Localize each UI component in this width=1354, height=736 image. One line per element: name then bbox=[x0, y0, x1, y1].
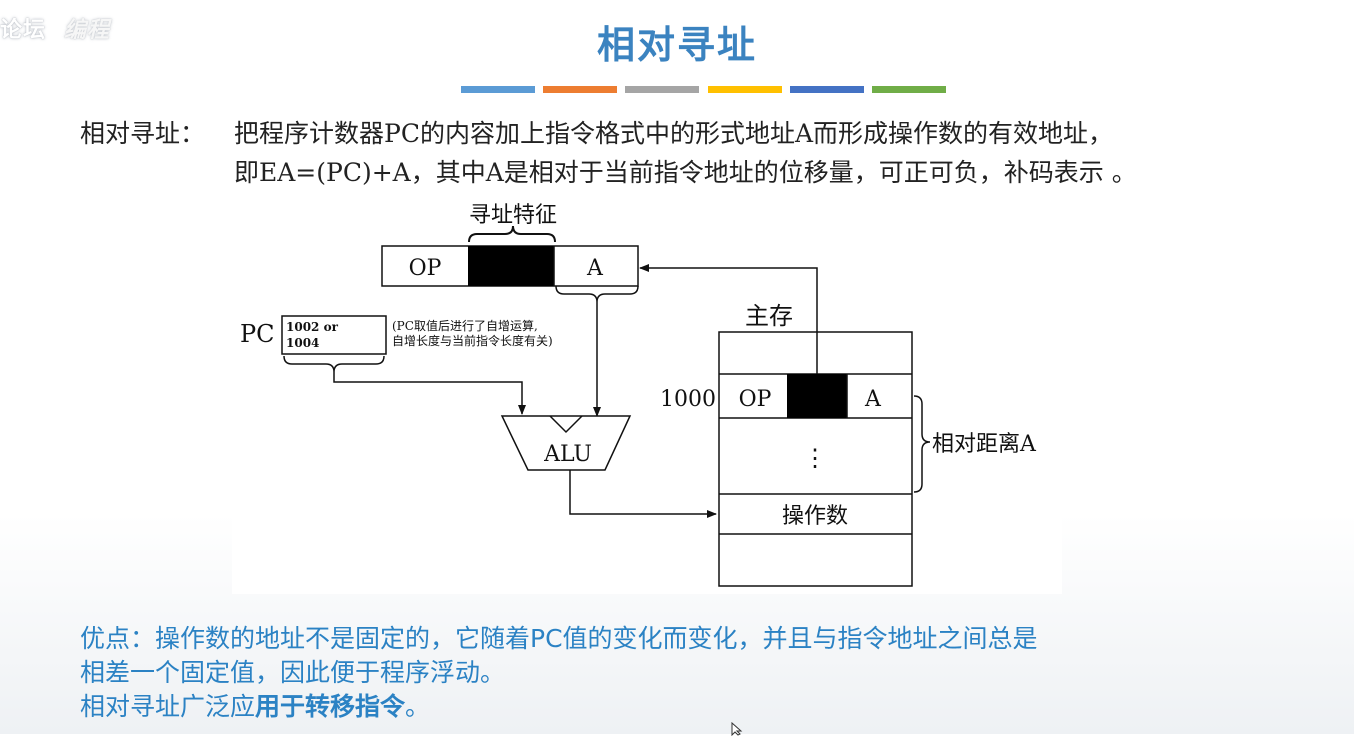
feature-brace bbox=[468, 225, 556, 243]
watermark-text: 论坛 bbox=[0, 18, 47, 43]
mem-a-field: A bbox=[864, 387, 882, 412]
stripe-1 bbox=[461, 86, 535, 93]
address-label: 1000 bbox=[660, 387, 716, 412]
mem-feature-field bbox=[787, 374, 847, 418]
pc-label: PC bbox=[240, 320, 275, 348]
advantages-text: 优点：操作数的地址不是固定的，它随着PC值的变化而变化，并且与指令地址之间总是 … bbox=[80, 622, 1038, 724]
operand-cell: 操作数 bbox=[782, 504, 848, 529]
advantages-line-3: 相对寻址广泛应用于转移指令。 bbox=[80, 690, 1038, 724]
pc-value-1: 1002 or bbox=[286, 320, 339, 334]
stripe-4 bbox=[708, 86, 782, 93]
pc-note-1: (PC取值后进行了自增运算, bbox=[392, 318, 538, 333]
watermark: 论坛编程 bbox=[0, 12, 110, 44]
feature-field bbox=[468, 246, 554, 286]
a-field: A bbox=[586, 256, 604, 281]
slide-title: 相对寻址 bbox=[596, 23, 757, 67]
relative-addressing-diagram: 寻址特征 OP A PC 1002 or 1004 (PC取值后进行了自增运算,… bbox=[232, 194, 1062, 594]
advantages-line3-suffix: 。 bbox=[405, 692, 431, 721]
alu-label: ALU bbox=[543, 442, 592, 467]
advantages-line3-prefix: 相对寻址广泛应 bbox=[80, 692, 256, 721]
diagram-svg: 寻址特征 OP A PC 1002 or 1004 (PC取值后进行了自增运算,… bbox=[240, 203, 1037, 587]
definition-label: 相对寻址： bbox=[80, 119, 206, 148]
advantages-line3-bold: 用于转移指令 bbox=[255, 692, 406, 721]
definition-line1-text: 把程序计数器PC的内容加上指令格式中的形式地址A而形成操作数的有效地址， bbox=[234, 119, 1114, 148]
memory-dots: ⋮ bbox=[803, 444, 827, 472]
stripe-2 bbox=[543, 86, 617, 93]
definition-line-1: 相对寻址： 把程序计数器PC的内容加上指令格式中的形式地址A而形成操作数的有效地址… bbox=[80, 114, 1137, 153]
advantages-line-1: 优点：操作数的地址不是固定的，它随着PC值的变化而变化，并且与指令地址之间总是 bbox=[80, 624, 1038, 653]
stripe-3 bbox=[625, 86, 699, 93]
title-underline-stripes bbox=[461, 86, 951, 93]
pc-note-2: 自增长度与当前指令长度有关) bbox=[392, 333, 553, 348]
pc-register bbox=[281, 315, 387, 355]
definition-line-2: 即EA=(PC)+A，其中A是相对于当前指令地址的位移量，可正可负，补码表示 。 bbox=[234, 158, 1137, 187]
distance-label: 相对距离A bbox=[932, 432, 1037, 457]
feature-label: 寻址特征 bbox=[469, 203, 557, 228]
watermark-ghost: 编程 bbox=[64, 18, 111, 43]
advantages-line-2: 相差一个固定值，因此便于程序浮动。 bbox=[80, 658, 506, 687]
memory-label: 主存 bbox=[745, 302, 793, 330]
stripe-5 bbox=[790, 86, 864, 93]
stripe-6 bbox=[872, 86, 946, 93]
pc-value-2: 1004 bbox=[286, 336, 319, 350]
mem-op-field: OP bbox=[739, 387, 772, 412]
definition-text: 相对寻址： 把程序计数器PC的内容加上指令格式中的形式地址A而形成操作数的有效地址… bbox=[80, 114, 1137, 192]
op-field: OP bbox=[409, 256, 442, 281]
